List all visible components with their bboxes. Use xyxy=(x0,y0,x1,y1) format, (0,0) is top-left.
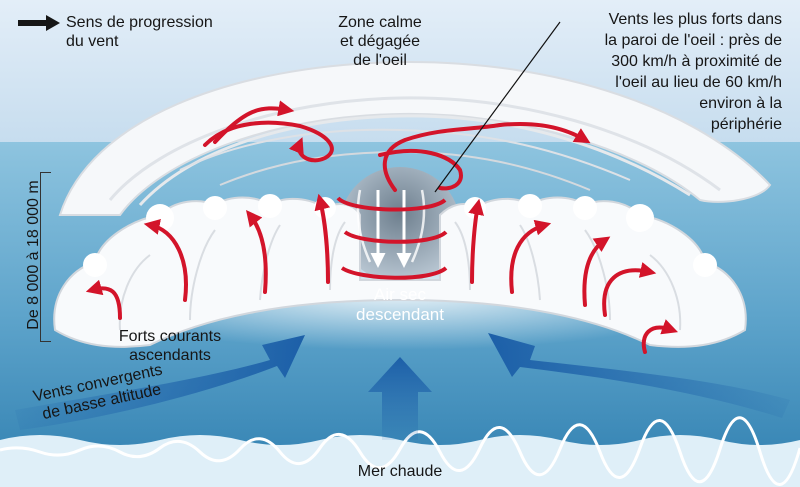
dry-air-label: Air sec descendant xyxy=(356,285,444,324)
right-inflow-arrow xyxy=(488,333,790,418)
eye-calm-label: Zone calme et dégagée de l'oeil xyxy=(338,14,422,69)
sea-wave-line xyxy=(0,416,800,486)
canopy-wind-arrows xyxy=(203,100,591,192)
label-leader-line xyxy=(434,21,561,193)
altitude-axis: De 8 000 à 18 000 m xyxy=(22,172,51,342)
left-inflow-arrow xyxy=(15,335,305,430)
descending-air-arrows xyxy=(356,189,426,268)
strongest-winds-label: Vents les plus forts dans la paroi de l'… xyxy=(604,11,782,133)
center-updraft-arrow xyxy=(368,357,432,440)
altitude-label: De 8 000 à 18 000 m xyxy=(25,180,42,330)
legend-label: Sens de progression du vent xyxy=(66,14,213,50)
storm-eye xyxy=(340,167,460,283)
black-right-arrow-icon xyxy=(18,15,60,31)
updraft-arrows xyxy=(85,193,679,354)
updrafts-label: Forts courants ascendants xyxy=(118,328,222,364)
converging-wind-arrows xyxy=(15,333,790,440)
eyewall-wind-rings xyxy=(336,196,448,280)
cloud-towers xyxy=(53,194,747,348)
legend: Sens de progression du vent xyxy=(16,13,266,51)
warm-sea-label: Mer chaude xyxy=(357,463,443,480)
altitude-bracket xyxy=(40,172,51,342)
cloud-canopy xyxy=(58,60,772,216)
